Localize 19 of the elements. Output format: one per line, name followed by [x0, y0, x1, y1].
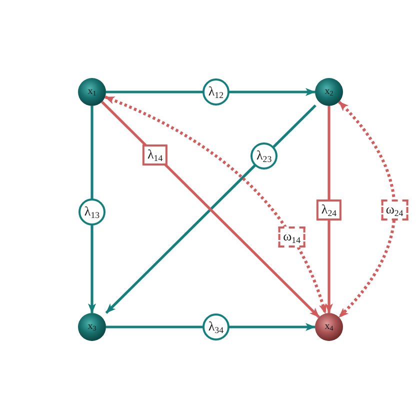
edge-label: λ$_{12}$ — [202, 78, 230, 106]
edge-label: ω$_{14}$ — [278, 226, 306, 248]
curved-double-headed-arrow — [338, 100, 396, 318]
edge-label: λ$_{23}$ — [250, 142, 278, 170]
node-label: x$_{1}$ — [88, 87, 96, 97]
edge-label: λ$_{34}$ — [202, 314, 230, 340]
edge-label: λ$_{13}$ — [78, 198, 106, 226]
node-label: x$_{4}$ — [324, 322, 334, 332]
sphere-node — [78, 78, 106, 106]
sphere-node — [315, 78, 343, 106]
sphere-node — [78, 313, 106, 341]
down-arrow — [325, 106, 333, 314]
edge-label: λ$_{24}$ — [316, 199, 342, 220]
edge-label: λ$_{14}$ — [142, 144, 168, 165]
node-label: x$_{3}$ — [88, 322, 96, 332]
down-arrow — [88, 106, 96, 314]
sphere-node — [315, 313, 343, 341]
edge-label: ω$_{24}$ — [380, 199, 408, 220]
node-label: x$_{2}$ — [324, 87, 334, 97]
